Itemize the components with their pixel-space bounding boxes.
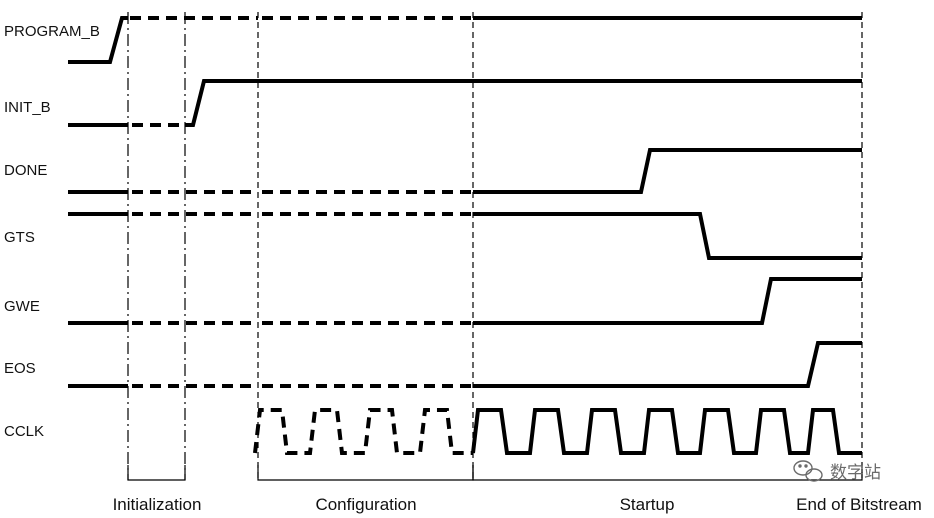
signal-label-cclk: CCLK (4, 423, 44, 440)
signal-label-done: DONE (4, 162, 47, 179)
waveform-gts (68, 212, 862, 260)
waveform-gwe (68, 277, 862, 325)
waveform-cclk (253, 408, 862, 455)
phase-brackets (127, 465, 863, 481)
signal-labels: PROGRAM_B INIT_B DONE GTS GWE EOS CCLK (4, 23, 100, 440)
bracket-startup (472, 465, 863, 481)
phase-label-configuration: Configuration (315, 495, 416, 514)
signal-label-gwe: GWE (4, 298, 40, 315)
watermark: 数字站 (793, 460, 881, 482)
waveform-init-b (68, 79, 862, 127)
signal-label-init-b: INIT_B (4, 99, 51, 116)
phase-boundaries (127, 12, 863, 480)
bracket-initialization (127, 465, 186, 481)
phase-label-initialization: Initialization (113, 495, 202, 514)
wechat-icon (793, 460, 823, 482)
signal-label-gts: GTS (4, 229, 35, 246)
signal-label-eos: EOS (4, 360, 36, 377)
signal-label-program-b: PROGRAM_B (4, 23, 100, 40)
watermark-text: 数字站 (830, 463, 881, 482)
phase-label-end-of-bitstream: End of Bitstream (796, 495, 922, 514)
waveform-done (68, 148, 862, 194)
phase-labels: Initialization Configuration Startup End… (113, 495, 922, 514)
waveform-program-b (68, 16, 862, 64)
bracket-configuration (257, 465, 474, 481)
phase-label-startup: Startup (620, 495, 675, 514)
waveform-eos (68, 341, 862, 388)
